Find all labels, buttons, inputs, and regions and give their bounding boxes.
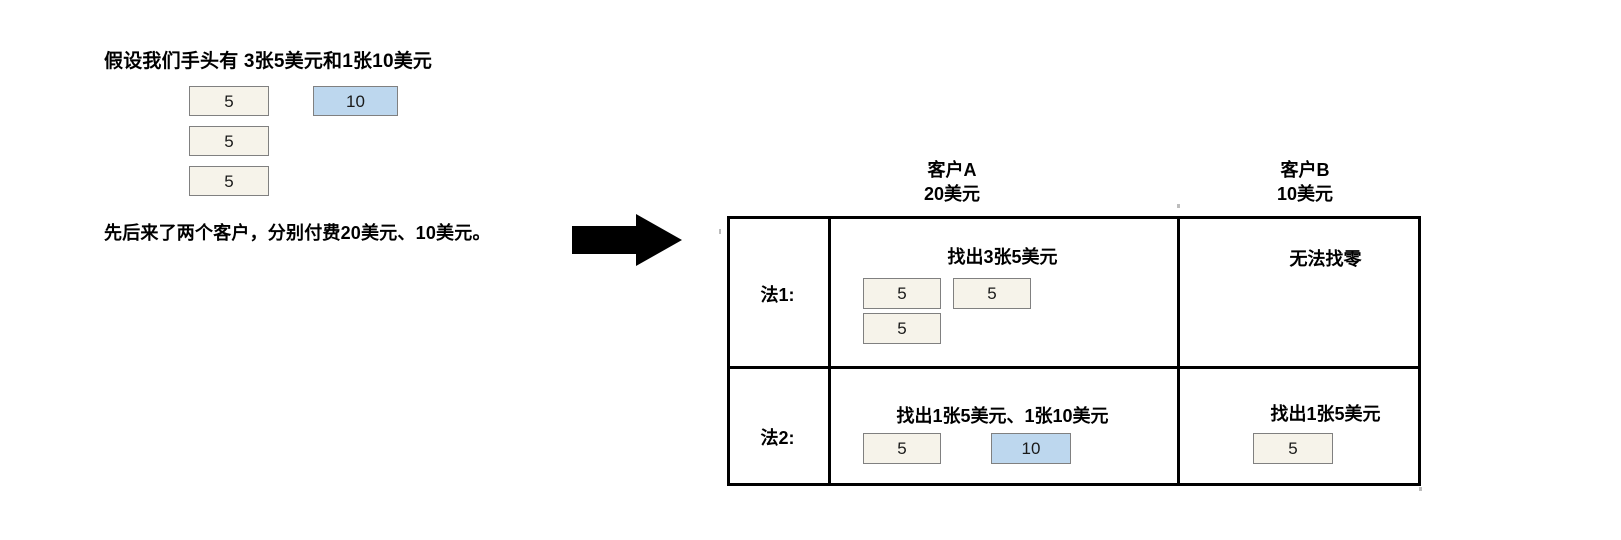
column-header-customer-b: 客户B 10美元 <box>1180 159 1430 207</box>
cell-title-method1-customer-b: 无法找零 <box>1289 249 1362 269</box>
bill-note-5: 5 <box>189 86 269 116</box>
table-column-divider-2 <box>1177 216 1180 486</box>
row-label-method-1: 法1: <box>760 285 795 305</box>
bill-note-5: 5 <box>953 278 1031 309</box>
speck-mark <box>1177 204 1180 208</box>
bill-note-5: 5 <box>863 313 941 344</box>
bill-note-5: 5 <box>1253 433 1333 464</box>
column-header-name: 客户B <box>1280 160 1330 180</box>
column-header-amount: 10美元 <box>1276 183 1334 204</box>
cell-title-method1-customer-a: 找出3张5美元 <box>947 247 1058 267</box>
table-border-left <box>727 216 730 486</box>
comparison-table <box>727 216 1421 486</box>
table-border-right <box>1418 216 1421 486</box>
bill-note-5: 5 <box>863 278 941 309</box>
table-column-divider-1 <box>828 216 831 486</box>
table-border-bottom <box>727 483 1421 486</box>
table-border-top <box>727 216 1421 219</box>
speck-mark <box>719 229 721 234</box>
column-header-amount: 20美元 <box>923 183 981 204</box>
bill-note-10: 10 <box>313 86 398 116</box>
bill-note-5: 5 <box>189 166 269 196</box>
column-header-name: 客户A <box>927 160 977 180</box>
speck-mark <box>1419 487 1422 491</box>
table-row-divider <box>727 366 1421 369</box>
subline-text: 先后来了两个客户，分别付费20美元、10美元。 <box>104 223 491 243</box>
cell-title-method2-customer-a: 找出1张5美元、1张10美元 <box>896 406 1109 426</box>
bill-note-5: 5 <box>863 433 941 464</box>
row-label-method-2: 法2: <box>760 428 795 448</box>
bill-note-10: 10 <box>991 433 1071 464</box>
column-header-customer-a: 客户A 20美元 <box>827 159 1077 207</box>
headline-text: 假设我们手头有 3张5美元和1张10美元 <box>104 51 433 72</box>
bill-note-5: 5 <box>189 126 269 156</box>
cell-title-method2-customer-b: 找出1张5美元 <box>1270 404 1381 424</box>
right-arrow-icon <box>572 212 682 268</box>
